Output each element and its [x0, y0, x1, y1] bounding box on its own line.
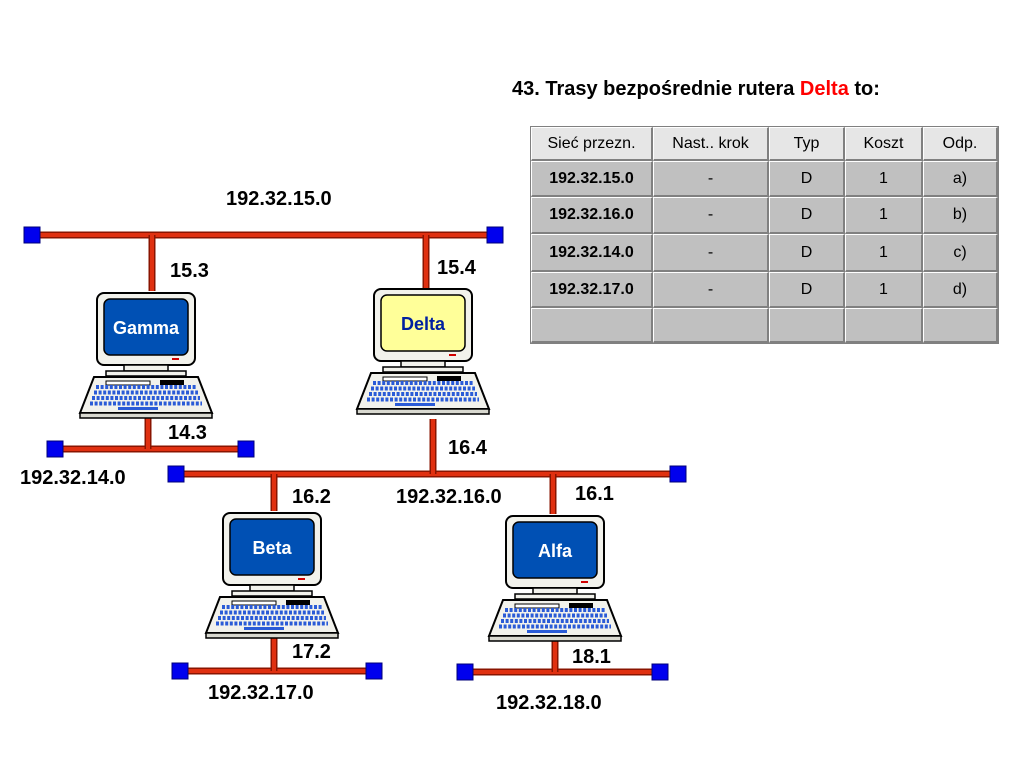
terminator-icon-15-right	[486, 226, 504, 244]
cell-answer: c)	[923, 234, 998, 272]
terminator-icon-14-left	[46, 440, 64, 458]
terminator-icon-16-right	[669, 465, 687, 483]
title-suffix: to:	[848, 78, 880, 100]
terminator-icon-18-right	[651, 663, 669, 681]
table-row: 192.32.14.0 - D 1 c)	[531, 234, 998, 272]
cell-cost	[845, 308, 923, 343]
iface-label-alfa-18: 18.1	[572, 646, 611, 668]
computer-screen-label-delta: Delta	[401, 314, 446, 334]
routing-table: Sieć przezn. Nast.. krok Typ Koszt Odp. …	[530, 126, 999, 344]
iface-label-beta-16: 16.2	[292, 486, 331, 508]
table-row: 192.32.17.0 - D 1 d)	[531, 272, 998, 308]
cell-type: D	[769, 197, 845, 234]
table-row: 192.32.15.0 - D 1 a)	[531, 161, 998, 197]
cell-cost: 1	[845, 197, 923, 234]
cell-cost: 1	[845, 234, 923, 272]
table-row	[531, 308, 998, 343]
cell-cost: 1	[845, 272, 923, 308]
terminator-icon-16-left	[167, 465, 185, 483]
computer-icon-delta: Delta	[355, 288, 491, 415]
title-prefix: 43. Trasy bezpośrednie rutera	[512, 78, 800, 100]
cell-answer: d)	[923, 272, 998, 308]
slide-title: 43. Trasy bezpośrednie rutera Delta to:	[512, 78, 880, 101]
segment-terminators	[23, 226, 687, 681]
cell-destination: 192.32.14.0	[531, 234, 653, 272]
header-answer: Odp.	[923, 127, 998, 161]
cell-type	[769, 308, 845, 343]
iface-label-beta-17: 17.2	[292, 641, 331, 663]
computer-screen-label-gamma: Gamma	[113, 318, 180, 338]
cell-destination: 192.32.16.0	[531, 197, 653, 234]
network-links	[40, 231, 678, 676]
network-label-17: 192.32.17.0	[208, 682, 314, 704]
network-label-14: 192.32.14.0	[20, 467, 126, 489]
cell-type: D	[769, 272, 845, 308]
iface-label-gamma-15: 15.3	[170, 260, 209, 282]
cell-next-hop: -	[653, 272, 769, 308]
header-type: Typ	[769, 127, 845, 161]
cell-cost: 1	[845, 161, 923, 197]
iface-label-delta-16: 16.4	[448, 437, 487, 459]
cell-next-hop	[653, 308, 769, 343]
table-header-row: Sieć przezn. Nast.. krok Typ Koszt Odp.	[531, 127, 998, 161]
terminator-icon-14-right	[237, 440, 255, 458]
cell-next-hop: -	[653, 197, 769, 234]
iface-label-gamma-14: 14.3	[168, 422, 207, 444]
cell-type: D	[769, 234, 845, 272]
computer-icon-beta: Beta	[204, 512, 340, 639]
header-cost: Koszt	[845, 127, 923, 161]
iface-label-delta-15: 15.4	[437, 257, 476, 279]
network-label-16: 192.32.16.0	[396, 486, 502, 508]
computer-icon-alfa: Alfa	[487, 515, 623, 642]
computer-screen-label-beta: Beta	[252, 538, 292, 558]
network-label-18: 192.32.18.0	[496, 692, 602, 714]
cell-type: D	[769, 161, 845, 197]
cell-destination	[531, 308, 653, 343]
computer-screen-label-alfa: Alfa	[538, 541, 573, 561]
terminator-icon-15-left	[23, 226, 41, 244]
header-destination: Sieć przezn.	[531, 127, 653, 161]
terminator-icon-18-left	[456, 663, 474, 681]
computer-icon-gamma: Gamma	[78, 292, 214, 419]
cell-destination: 192.32.15.0	[531, 161, 653, 197]
iface-label-alfa-16: 16.1	[575, 483, 614, 505]
table-row: 192.32.16.0 - D 1 b)	[531, 197, 998, 234]
terminator-icon-17-left	[171, 662, 189, 680]
terminator-icon-17-right	[365, 662, 383, 680]
cell-answer: a)	[923, 161, 998, 197]
title-router-name: Delta	[799, 78, 849, 100]
cell-answer	[923, 308, 998, 343]
cell-answer: b)	[923, 197, 998, 234]
header-next-hop: Nast.. krok	[653, 127, 769, 161]
cell-next-hop: -	[653, 161, 769, 197]
cell-destination: 192.32.17.0	[531, 272, 653, 308]
network-label-15: 192.32.15.0	[226, 188, 332, 210]
cell-next-hop: -	[653, 234, 769, 272]
